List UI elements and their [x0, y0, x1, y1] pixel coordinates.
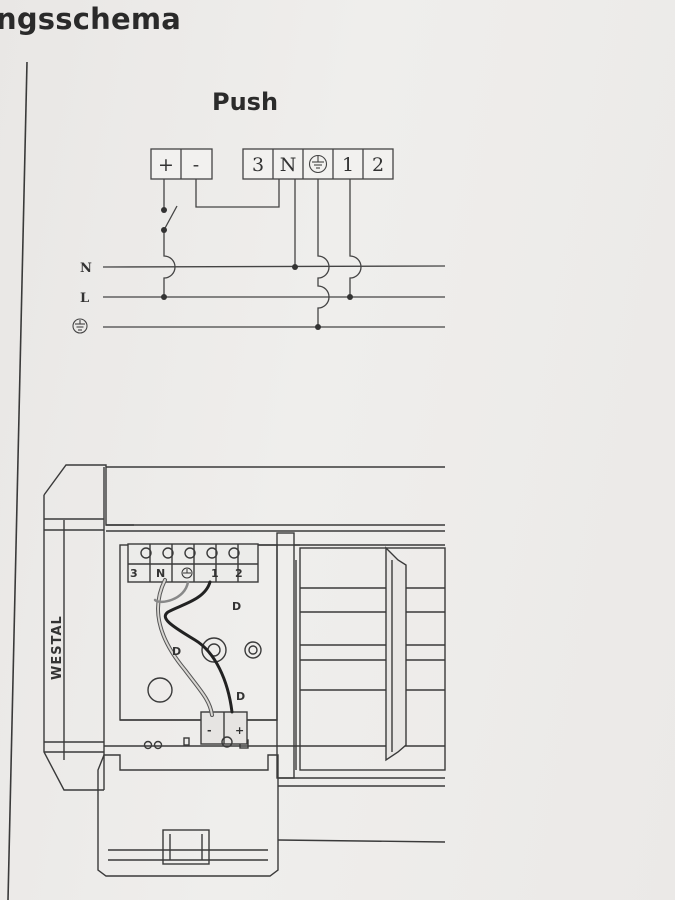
line-label-l: L — [80, 291, 89, 306]
schematic-heading: Push — [212, 88, 279, 116]
terminal-n: N — [280, 154, 297, 176]
device-terminal-2: 2 — [235, 567, 243, 580]
margin-line — [7, 61, 28, 900]
device-terminal-earth-icon — [181, 567, 193, 579]
device-mark-2: D — [172, 645, 181, 658]
device-terminal-n: N — [156, 567, 165, 580]
line-label-earth-icon — [72, 318, 88, 334]
terminal-plus: + — [158, 154, 174, 176]
brand-logo: WESTAL — [50, 615, 65, 680]
terminal-3: 3 — [252, 154, 264, 176]
device-mark-1: D — [232, 600, 241, 613]
bus-line-n — [102, 265, 446, 268]
schematic — [102, 148, 446, 328]
device-mark-3: D — [236, 690, 245, 703]
push-block-minus: - — [207, 724, 212, 737]
device-terminal-1: 1 — [211, 567, 219, 580]
junction-dots — [161, 207, 353, 330]
terminal-minus: - — [193, 154, 199, 176]
main-terminal-block — [242, 148, 394, 180]
page-title: ngsschema — [0, 2, 182, 36]
terminal-1: 1 — [342, 154, 354, 176]
internal-wires — [153, 578, 234, 717]
terminal-2: 2 — [372, 154, 384, 176]
line-label-n: N — [80, 261, 92, 276]
device-terminal-3: 3 — [130, 567, 138, 580]
heater-device — [43, 464, 446, 877]
push-switch — [163, 205, 178, 231]
push-block-plus: + — [235, 724, 244, 737]
terminal-earth-icon — [308, 154, 328, 174]
